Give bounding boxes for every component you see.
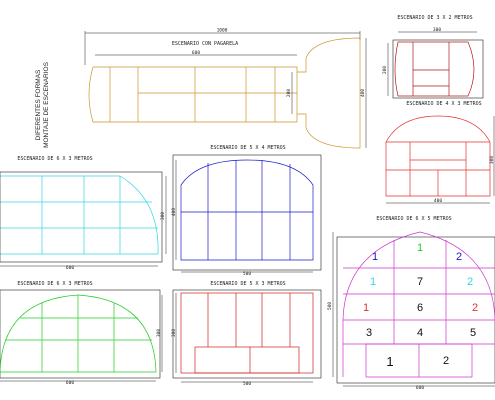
- s6x3a-dim-w: 600: [66, 265, 74, 271]
- s4x3-title: ESCENARIO DE 4 X 3 METROS: [406, 101, 481, 107]
- pasarela-title: ESCENARIO CON PAGARELA: [172, 41, 238, 47]
- cell-label: 2: [456, 251, 462, 263]
- side-title-line-1: DIFERENTES FORMAS: [35, 69, 42, 140]
- s5x4-title: ESCENARIO DE 5 X 4 METROS: [210, 145, 285, 151]
- s5x3-title: ESCENARIO DE 5 X 3 METROS: [210, 281, 285, 287]
- cell-label: 1: [372, 251, 378, 263]
- s3x2-outline: [394, 41, 475, 97]
- dim-total: 1000: [217, 28, 228, 34]
- stage-6x3-green: ESCENARIO DE 6 X 3 METROS 600 300: [0, 281, 163, 386]
- dim-neck: 200: [286, 89, 292, 97]
- s6x5-dim-h: 500: [327, 302, 333, 310]
- s5x4-frame: [172, 154, 322, 271]
- stage-pasarela: ESCENARIO CON PAGARELA 1000 600 200 400: [84, 28, 367, 149]
- s6x5-title: ESCENARIO DE 6 X 5 METROS: [376, 216, 451, 222]
- stage-6x3-cyan: ESCENARIO DE 6 X 3 METROS 600 300: [0, 156, 167, 271]
- s6x5-dim-w: 600: [416, 385, 424, 391]
- s5x3-frame: [172, 289, 322, 379]
- cell-label: 1: [370, 276, 376, 288]
- stage-5x3: ESCENARIO DE 5 X 3 METROS 500 300: [171, 281, 322, 387]
- dim-mid: 600: [192, 50, 200, 56]
- s4x3-dim-w: 400: [434, 198, 442, 204]
- cell-label: 1: [386, 354, 393, 369]
- s6x5-outline: [342, 231, 495, 378]
- side-title-line-2: MONTAJE DE ESCENARIOS: [43, 61, 50, 148]
- s6x3a-outline: [0, 175, 159, 255]
- cell-label: 1: [363, 302, 369, 314]
- s5x3-outline: [180, 292, 314, 374]
- cell-label: 7: [417, 276, 423, 288]
- s6x3a-frame: [0, 171, 163, 263]
- s5x4-dim-w: 500: [243, 271, 251, 277]
- cell-label: 2: [472, 302, 478, 314]
- s6x3b-dim-w: 600: [66, 380, 74, 386]
- s5x4-outline: [180, 159, 314, 261]
- s3x2-dim-w: 300: [433, 27, 441, 33]
- cell-label: 1: [417, 242, 423, 254]
- pasarela-outline: [88, 37, 361, 149]
- s6x5-frame: [336, 236, 495, 384]
- stage-6x5: ESCENARIO DE 6 X 5 METROS 500 600 1 1 2 …: [327, 216, 495, 391]
- s4x3-outline: [385, 115, 491, 197]
- cell-label: 3: [366, 327, 372, 339]
- cell-label: 6: [417, 302, 423, 314]
- s3x2-dim-h: 200: [382, 66, 388, 74]
- s6x3a-title: ESCENARIO DE 6 X 3 METROS: [17, 156, 92, 162]
- s4x3-dim-h: 300: [489, 156, 495, 164]
- s3x2-title: ESCENARIO DE 3 X 2 METROS: [397, 15, 472, 21]
- cell-label: 2: [467, 276, 473, 288]
- s6x3b-outline: [0, 294, 157, 373]
- s3x2-frame: [392, 39, 484, 99]
- stage-3x2: ESCENARIO DE 3 X 2 METROS 300 200: [382, 15, 484, 99]
- dim-height: 400: [360, 89, 366, 97]
- s5x4-dim-h: 400: [171, 208, 177, 216]
- s6x3a-dim-h: 300: [160, 212, 166, 220]
- s5x3-dim-w: 500: [243, 381, 251, 387]
- s5x3-dim-h: 300: [171, 329, 177, 337]
- side-title: DIFERENTES FORMAS MONTAJE DE ESCENARIOS: [35, 61, 50, 148]
- stage-4x3: ESCENARIO DE 4 X 3 METROS 400 300: [385, 101, 495, 204]
- s6x3b-title: ESCENARIO DE 6 X 3 METROS: [17, 281, 92, 287]
- s6x3b-dim-h: 300: [156, 329, 162, 337]
- cell-label: 2: [443, 355, 449, 367]
- cell-label: 5: [470, 327, 476, 339]
- stage-5x4: ESCENARIO DE 5 X 4 METROS 500 400: [171, 145, 322, 277]
- cell-label: 4: [417, 327, 423, 339]
- s6x3b-frame: [0, 289, 161, 379]
- s6x5-cell-labels: 1 1 2 1 7 2 1 6 2 3 4 5 1 2: [363, 242, 478, 369]
